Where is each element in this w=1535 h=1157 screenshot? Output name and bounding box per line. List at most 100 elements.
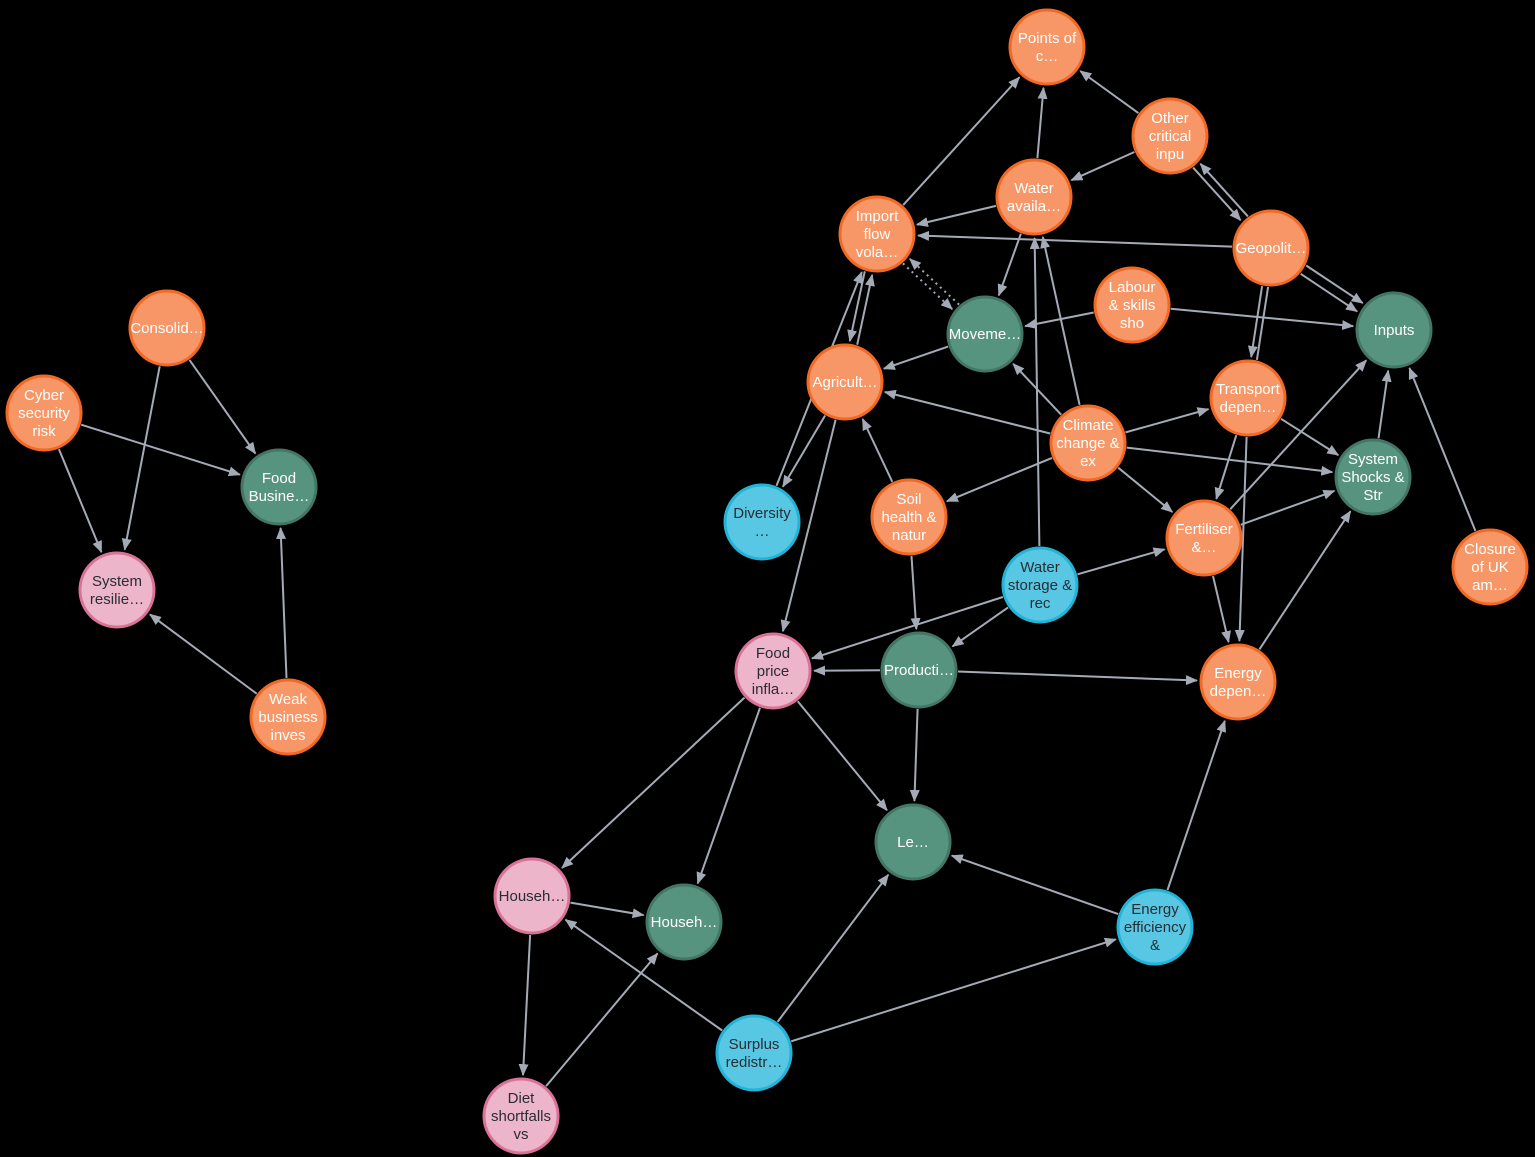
node-con[interactable]: Consolid… — [128, 289, 206, 367]
node-hhp[interactable]: Househ… — [493, 857, 571, 935]
node-circle-cli[interactable] — [1049, 404, 1127, 482]
edge-ede-ssh[interactable] — [1258, 510, 1352, 650]
edge-pro-le[interactable] — [909, 708, 920, 802]
edge-cli-ssh[interactable] — [1126, 446, 1334, 476]
node-circle-tra[interactable] — [1209, 359, 1287, 437]
edge-soi-pro[interactable] — [910, 555, 921, 631]
edge-con-sre[interactable] — [121, 366, 161, 551]
node-circle-eef[interactable] — [1116, 888, 1194, 966]
edge-fpr-le[interactable] — [796, 700, 888, 812]
edge-hhp-hhg[interactable] — [570, 901, 645, 919]
edge-wav-mov[interactable] — [997, 233, 1022, 297]
node-circle-cyb[interactable] — [5, 374, 83, 452]
edge-oci-geo[interactable] — [1192, 166, 1242, 221]
edge-fpr-hhp[interactable] — [561, 696, 746, 869]
edge-tra-ssh[interactable] — [1280, 417, 1340, 456]
edge-agr-div[interactable] — [782, 414, 826, 488]
edge-wbi-sre[interactable] — [149, 613, 258, 695]
node-circle-die[interactable] — [482, 1077, 560, 1155]
node-circle-le[interactable] — [874, 803, 952, 881]
edge-soi-agr[interactable] — [861, 418, 894, 483]
node-circle-wbi[interactable] — [249, 678, 327, 756]
edge-wst-fpr[interactable] — [811, 596, 1004, 660]
edge-geo-oci[interactable] — [1199, 163, 1249, 218]
node-fer[interactable]: Fertiliser&… — [1165, 499, 1243, 577]
edge-cyb-fbu[interactable] — [80, 423, 241, 477]
edge-sur-hhp[interactable] — [564, 918, 723, 1032]
edge-wst-pro[interactable] — [951, 606, 1009, 648]
node-circle-pts[interactable] — [1008, 8, 1086, 86]
edge-mov-imp[interactable] — [909, 258, 960, 306]
edge-geo-inp[interactable] — [1305, 264, 1364, 304]
edge-die-hhg[interactable] — [545, 952, 659, 1087]
edge-eef-ede[interactable] — [1166, 719, 1227, 891]
node-circle-lab[interactable] — [1093, 266, 1171, 344]
edge-geo-imp[interactable] — [917, 230, 1233, 248]
edge-cli-fer[interactable] — [1117, 466, 1174, 513]
edge-fer-ede[interactable] — [1212, 575, 1231, 644]
edge-geo-inp[interactable] — [1300, 272, 1358, 313]
edge-fer-inp[interactable] — [1229, 359, 1368, 510]
node-circle-mov[interactable] — [946, 295, 1024, 373]
node-pro[interactable]: Producti… — [880, 631, 958, 709]
edge-imp-mov[interactable] — [902, 262, 953, 310]
node-circle-fer[interactable] — [1165, 499, 1243, 577]
edge-wst-wav[interactable] — [1029, 237, 1041, 547]
edge-oci-wav[interactable] — [1070, 151, 1135, 182]
node-circle-clo[interactable] — [1451, 528, 1529, 606]
edge-pro-ede[interactable] — [957, 670, 1198, 686]
edge-geo-tra[interactable] — [1247, 285, 1264, 358]
node-circle-sur[interactable] — [715, 1014, 793, 1092]
edge-agr-fpr[interactable] — [780, 419, 837, 633]
edge-cli-agr[interactable] — [883, 389, 1051, 435]
edge-oci-pts[interactable] — [1079, 70, 1139, 114]
node-circle-wav[interactable] — [995, 158, 1073, 236]
edge-wbi-fbu[interactable] — [276, 527, 288, 679]
edge-tra-ede[interactable] — [1234, 436, 1248, 642]
node-circle-sre[interactable] — [78, 551, 156, 629]
edge-wav-imp[interactable] — [915, 204, 997, 227]
node-inp[interactable]: Inputs — [1355, 291, 1433, 369]
edge-eef-le[interactable] — [950, 854, 1119, 916]
node-circle-hhg[interactable] — [645, 883, 723, 961]
edge-cli-soi[interactable] — [945, 456, 1053, 503]
edge-con-fbu[interactable] — [188, 359, 257, 455]
edge-sur-le[interactable] — [776, 873, 890, 1023]
edge-wav-pts[interactable] — [1036, 86, 1048, 159]
node-circle-agr[interactable] — [806, 343, 884, 421]
edge-agr-imp[interactable] — [856, 273, 875, 345]
edge-sur-eef[interactable] — [790, 937, 1117, 1043]
node-circle-oci[interactable] — [1131, 97, 1209, 175]
edge-cli-tra[interactable] — [1125, 407, 1210, 434]
edge-ssh-inp[interactable] — [1377, 369, 1392, 439]
edge-lab-inp[interactable] — [1170, 307, 1355, 331]
node-mov[interactable]: Moveme… — [946, 295, 1024, 373]
node-circle-ede[interactable] — [1199, 643, 1277, 721]
node-circle-wst[interactable] — [1001, 546, 1079, 624]
edge-mov-agr[interactable] — [882, 345, 949, 370]
node-circle-pro[interactable] — [880, 631, 958, 709]
edge-cyb-sre[interactable] — [57, 448, 103, 554]
node-hhg[interactable]: Househ… — [645, 883, 723, 961]
node-div[interactable]: Diversity… — [723, 483, 801, 561]
edge-wst-fer[interactable] — [1077, 547, 1166, 576]
node-circle-fpr[interactable] — [734, 632, 812, 710]
edge-tra-fer[interactable] — [1214, 434, 1238, 500]
